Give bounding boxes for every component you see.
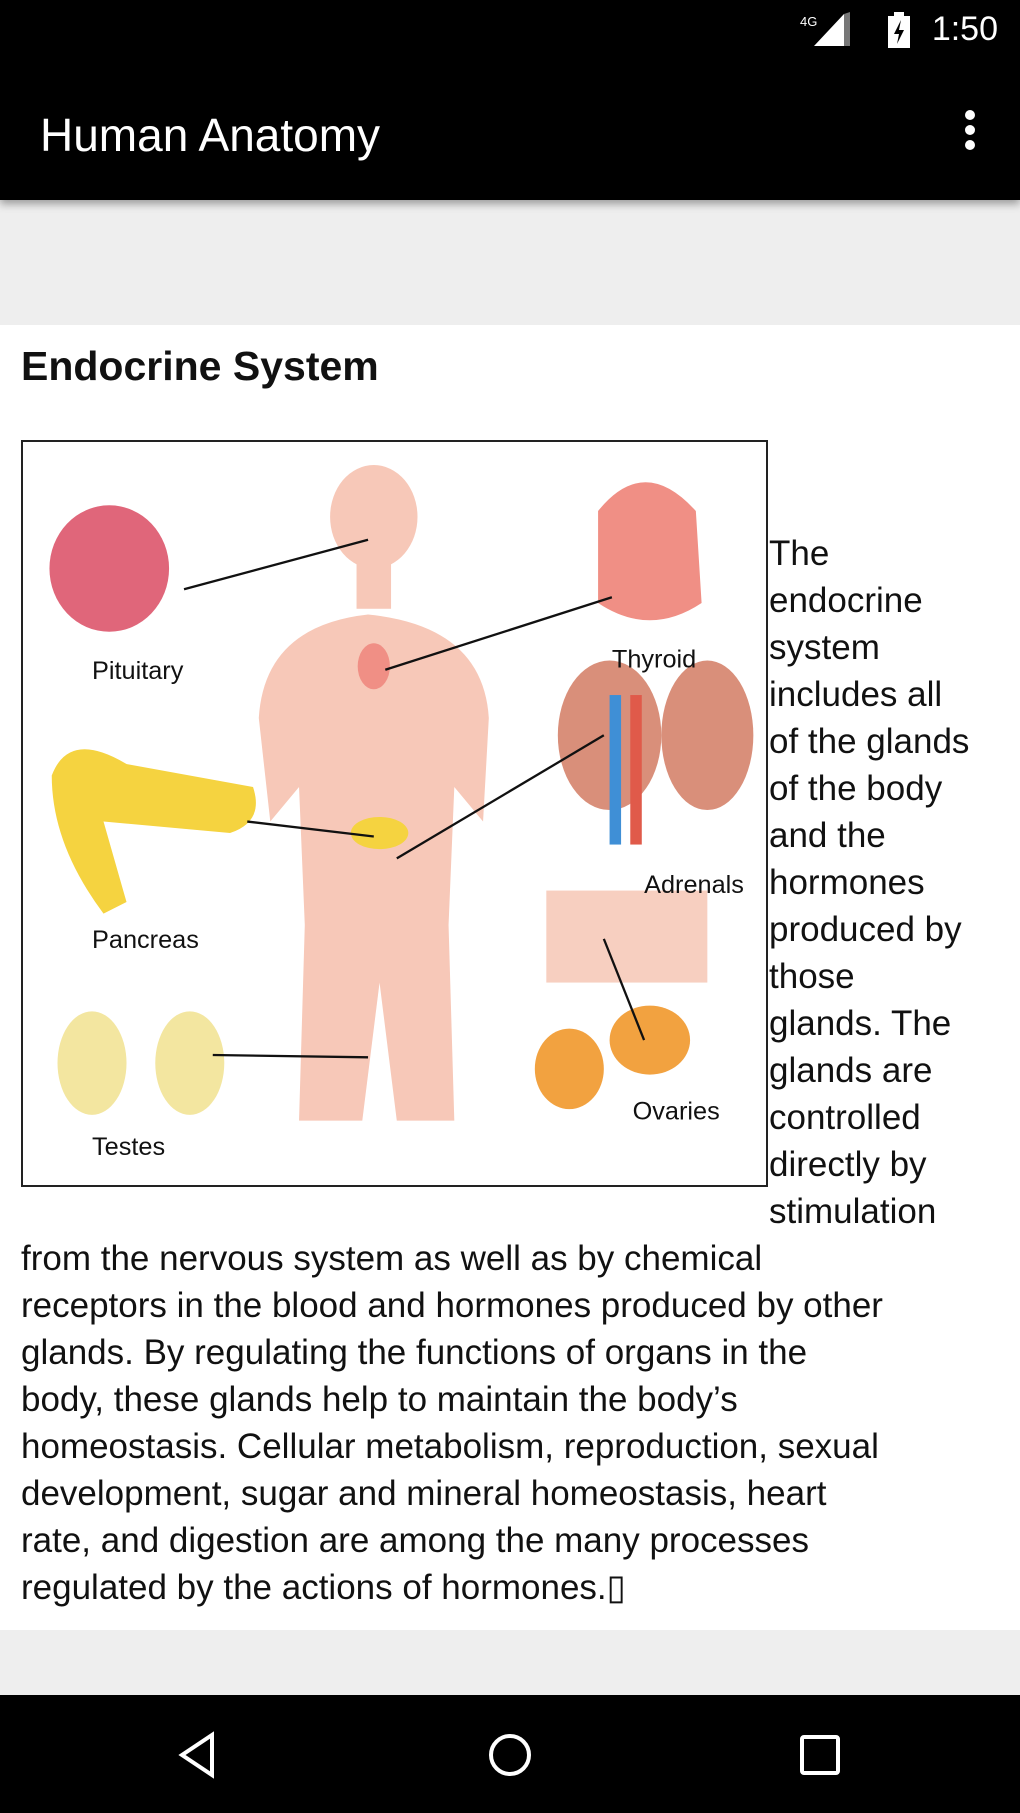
paragraph-line: body, these glands help to maintain the … bbox=[21, 1380, 738, 1419]
paragraph-line: receptors in the blood and hormones prod… bbox=[21, 1286, 883, 1325]
endocrine-diagram: Pituitary Thyroid Pancreas Adrenals Test… bbox=[21, 440, 768, 1187]
paragraph-line: glands. The bbox=[769, 1004, 952, 1043]
paragraph-line: system bbox=[769, 628, 880, 667]
label-testes: Testes bbox=[92, 1133, 165, 1161]
paragraph-line: The bbox=[769, 534, 830, 573]
navigation-bar bbox=[0, 1695, 1020, 1813]
home-icon[interactable] bbox=[480, 1725, 540, 1785]
paragraph-line: from the nervous system as well as by ch… bbox=[21, 1239, 763, 1278]
paragraph-line: those bbox=[769, 957, 855, 996]
paragraph-line: controlled bbox=[769, 1098, 921, 1137]
battery-charging-icon bbox=[888, 12, 910, 48]
paragraph-line: rate, and digestion are among the many p… bbox=[21, 1521, 809, 1560]
paragraph-line: homeostasis. Cellular metabolism, reprod… bbox=[21, 1427, 879, 1466]
app-bar: Human Anatomy bbox=[0, 58, 1020, 200]
label-pancreas: Pancreas bbox=[92, 926, 199, 954]
status-bar: 4G 1:50 bbox=[0, 0, 1020, 58]
label-ovaries: Ovaries bbox=[633, 1097, 720, 1125]
paragraph-line: hormones bbox=[769, 863, 925, 902]
app-title: Human Anatomy bbox=[40, 109, 381, 161]
back-icon[interactable] bbox=[170, 1725, 230, 1785]
signal-4g-icon: 4G bbox=[800, 12, 850, 46]
recents-icon[interactable] bbox=[790, 1725, 850, 1785]
paragraph-line: of the body bbox=[769, 769, 943, 808]
paragraph-line: endocrine bbox=[769, 581, 923, 620]
more-vert-icon[interactable] bbox=[960, 110, 980, 154]
clock: 1:50 bbox=[931, 10, 998, 48]
article-card: Endocrine System Pituitary Thyroid Pancr… bbox=[0, 325, 1020, 1630]
paragraph-line: glands. By regulating the functions of o… bbox=[21, 1333, 808, 1372]
article-heading: Endocrine System bbox=[21, 343, 379, 389]
paragraph-line: produced by bbox=[769, 910, 962, 949]
paragraph-line: of the glands bbox=[769, 722, 970, 761]
paragraph-line: includes all bbox=[769, 675, 943, 714]
label-thyroid: Thyroid bbox=[612, 645, 696, 673]
paragraph-line: stimulation bbox=[769, 1192, 937, 1231]
paragraph-line: directly by bbox=[769, 1145, 927, 1184]
label-pituitary: Pituitary bbox=[92, 657, 184, 685]
human-body-illustration bbox=[49, 465, 754, 1121]
label-adrenals: Adrenals bbox=[644, 871, 744, 899]
paragraph-line: and the bbox=[769, 816, 886, 855]
paragraph-line: regulated by the actions of hormones.▯ bbox=[21, 1568, 626, 1607]
svg-text:4G: 4G bbox=[800, 14, 817, 29]
paragraph-line: glands are bbox=[769, 1051, 933, 1090]
paragraph-line: development, sugar and mineral homeostas… bbox=[21, 1474, 827, 1513]
